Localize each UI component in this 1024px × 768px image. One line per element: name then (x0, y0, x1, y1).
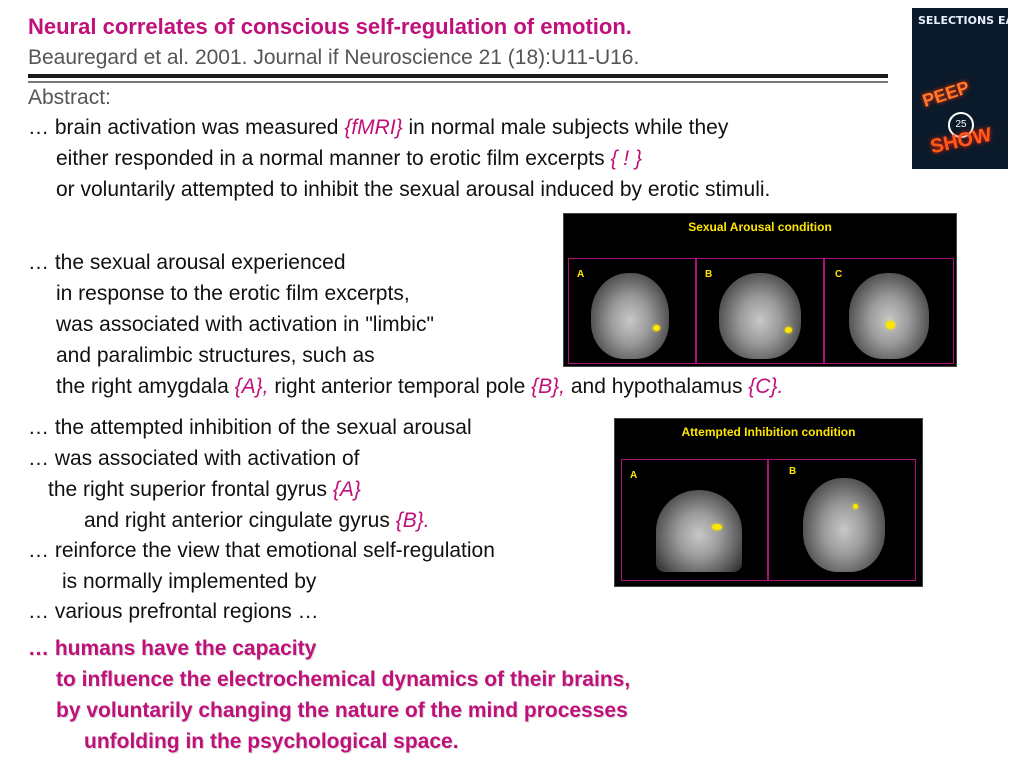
panel-frame: B (768, 459, 916, 581)
abstract-line: … the sexual arousal experienced (28, 251, 346, 274)
brain-scan (656, 490, 742, 572)
panel-frame: A (568, 258, 696, 364)
poster-neon-top: PEEP (919, 77, 972, 111)
activation-spot (712, 524, 722, 530)
poster-badge: 25 (948, 112, 974, 138)
panel-label: B (705, 269, 713, 280)
panel-label: B (789, 466, 797, 477)
text-run: in normal male subjects while they (402, 116, 729, 139)
abstract-line: the right superior frontal gyrus {A} (48, 478, 361, 502)
brain-scan (591, 273, 669, 359)
activation-spot (653, 325, 660, 331)
poster-neon-bottom: SHOW (928, 123, 994, 159)
text-run: and right anterior cingulate gyrus (84, 509, 396, 532)
highlight-run: {A} (332, 478, 361, 501)
activation-spot (853, 504, 858, 509)
abstract-line: … the attempted inhibition of the sexual… (28, 416, 472, 439)
abstract-line: is normally implemented by (62, 570, 317, 593)
text-run: either responded in a normal manner to e… (56, 147, 611, 170)
peep-show-photo: SELECTIONS EACH BOOTH PEEP 25 SHOW (912, 8, 1008, 169)
figure-title: Sexual Arousal condition (688, 220, 832, 234)
conclusion-line: to influence the electrochemical dynamic… (56, 668, 631, 691)
abstract-line: … reinforce the view that emotional self… (28, 539, 495, 562)
highlight-run: {B}, (531, 375, 565, 398)
activation-spot (785, 327, 792, 333)
header-rule-thin (28, 81, 888, 83)
abstract-line: … was associated with activation of (28, 447, 360, 470)
abstract-line: or voluntarily attempted to inhibit the … (56, 178, 771, 201)
abstract-label: Abstract: (28, 86, 111, 109)
highlight-run: {C}. (748, 375, 784, 398)
abstract-line: … brain activation was measured {fMRI} i… (28, 116, 728, 140)
figure-sexual-arousal: Sexual Arousal condition A B C (563, 213, 957, 367)
panel-frame: A (621, 459, 768, 581)
highlight-run: {A}, (234, 375, 269, 398)
citation: Beauregard et al. 2001. Journal if Neuro… (28, 46, 640, 69)
brain-scan (849, 273, 929, 359)
text-run: right anterior temporal pole (268, 375, 532, 398)
conclusion-line: … humans have the capacity (28, 637, 317, 660)
slide-title: Neural correlates of conscious self-regu… (28, 14, 632, 39)
brain-scan (803, 478, 885, 572)
brain-scan (719, 273, 801, 359)
abstract-line: the right amygdala {A}, right anterior t… (56, 375, 783, 399)
abstract-line: either responded in a normal manner to e… (56, 147, 642, 171)
highlight-run: { ! } (610, 147, 642, 170)
text-run: the right superior frontal gyrus (48, 478, 333, 501)
panel-label: A (577, 269, 585, 280)
text-run: … brain activation was measured (28, 116, 345, 139)
activation-spot (886, 321, 895, 329)
highlight-run: {B}. (395, 509, 430, 532)
poster-sign: SELECTIONS EACH BOOTH (918, 14, 1008, 27)
figure-attempted-inhibition: Attempted Inhibition condition A B (614, 418, 923, 587)
panel-label: C (835, 269, 843, 280)
panel-frame: C (824, 258, 954, 364)
abstract-line: in response to the erotic film excerpts, (56, 282, 410, 305)
panel-frame: B (696, 258, 824, 364)
figure-title: Attempted Inhibition condition (681, 425, 856, 439)
text-run: the right amygdala (56, 375, 235, 398)
abstract-line: … various prefrontal regions … (28, 600, 319, 623)
panel-label: A (630, 470, 638, 481)
abstract-line: and right anterior cingulate gyrus {B}. (84, 509, 430, 533)
abstract-line: was associated with activation in "limbi… (56, 313, 434, 336)
text-run: and hypothalamus (565, 375, 749, 398)
conclusion-line: unfolding in the psychological space. (84, 730, 459, 753)
abstract-line: and paralimbic structures, such as (56, 344, 375, 367)
conclusion-line: by voluntarily changing the nature of th… (56, 699, 628, 722)
header-rule (28, 74, 888, 78)
highlight-run: {fMRI} (344, 116, 403, 139)
